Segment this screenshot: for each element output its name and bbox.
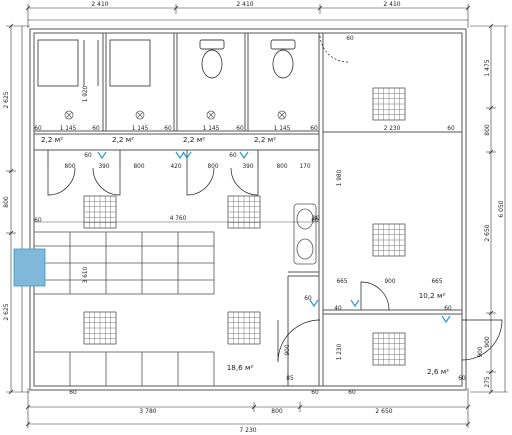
dimension-lines xyxy=(6,4,508,428)
misc-dim-19: 85 xyxy=(286,376,294,382)
interior-dimension-texts: 1 145 1 145 1 145 1 145 2 230 60 60 60 6… xyxy=(34,36,484,396)
misc-dim-14: 60 xyxy=(311,390,319,396)
bench-span: 3 610 xyxy=(83,266,89,283)
dim-right-total: 6 050 xyxy=(498,200,505,217)
ceiling-vent-icon xyxy=(372,223,406,257)
cell-width-1: 1 145 xyxy=(60,126,77,132)
area-cell-2: 2,2 м² xyxy=(112,135,134,144)
dim-top-1: 2 410 xyxy=(91,1,108,8)
misc-dim-20: 60 xyxy=(346,36,354,42)
office-split-3: 665 xyxy=(431,279,442,285)
misc-dim-7: 60 xyxy=(34,218,42,224)
area-labels: 2,2 м² 2,2 м² 2,2 м² 2,2 м² 18,6 м² 10,2… xyxy=(41,135,449,376)
center-span: 4 760 xyxy=(170,216,187,222)
area-cell-4: 2,2 м² xyxy=(254,135,276,144)
ceiling-vent-icon xyxy=(227,195,261,229)
cell-width-3: 1 145 xyxy=(203,126,220,132)
dimension-ticks xyxy=(8,5,494,427)
cell-width-2: 1 145 xyxy=(132,126,149,132)
ceiling-vent-icon xyxy=(372,87,406,121)
dim-right-2: 800 xyxy=(484,124,491,136)
dim-right-4: 900 xyxy=(484,336,491,348)
shower-depth: 1 920 xyxy=(83,85,89,102)
ceiling-vent-icons xyxy=(83,87,406,366)
dim-top-3: 2 410 xyxy=(383,1,400,8)
walls xyxy=(29,28,467,391)
dim-right-5: 275 xyxy=(484,376,491,388)
misc-dim-1: 60 xyxy=(92,126,100,132)
area-cell-1: 2,2 м² xyxy=(41,135,63,144)
misc-dim-10: 60 xyxy=(229,153,237,159)
dim-bottom-total: 7 230 xyxy=(239,427,256,434)
area-cell-3: 2,2 м² xyxy=(183,135,205,144)
area-vestibule: 2,6 м² xyxy=(427,367,449,376)
dim-bottom-2: 800 xyxy=(271,408,283,415)
vestibule-dim-2: 1 230 xyxy=(337,343,343,360)
dim-top-2: 2 410 xyxy=(236,1,253,8)
misc-dim-5: 60 xyxy=(447,126,455,132)
misc-dim-8: 60 xyxy=(311,218,319,224)
misc-dim-3: 60 xyxy=(236,126,244,132)
misc-dim-2: 60 xyxy=(164,126,172,132)
misc-dim-9: 60 xyxy=(84,153,92,159)
toilet-icons xyxy=(199,39,296,79)
dim-right-1: 1 475 xyxy=(484,59,491,76)
dim-right-3: 2 650 xyxy=(484,224,491,241)
ceiling-vent-icon xyxy=(372,332,406,366)
hall-width-1: 800 xyxy=(64,164,75,170)
misc-dim-13: 60 xyxy=(444,306,452,312)
vestibule-dim-3: 900 xyxy=(478,346,484,357)
blue-equipment xyxy=(13,151,451,324)
misc-dim-4: 60 xyxy=(310,126,318,132)
hall-width-4: 420 xyxy=(170,164,181,170)
floor-drain-icons xyxy=(64,110,287,120)
mid-right-dim: 1 980 xyxy=(337,169,343,186)
misc-dim-17: 60 xyxy=(458,376,466,382)
hall-width-2: 390 xyxy=(98,164,109,170)
dim-bottom-3: 2 650 xyxy=(375,408,392,415)
misc-dim-15: 60 xyxy=(69,390,77,396)
office-split-1: 665 xyxy=(336,279,347,285)
office-split-2: 900 xyxy=(384,279,395,285)
dimension-texts: 2 410 2 410 2 410 3 780 800 2 650 7 230 … xyxy=(3,1,505,434)
hall-width-3: 800 xyxy=(133,164,144,170)
bench-block xyxy=(33,203,317,387)
cell-width-5: 2 230 xyxy=(384,126,401,132)
hall-width-7: 800 xyxy=(276,164,287,170)
hall-width-6: 390 xyxy=(242,164,253,170)
vestibule-dim-1: 900 xyxy=(285,344,291,355)
cell-width-4: 1 145 xyxy=(274,126,291,132)
dim-left-2: 800 xyxy=(3,196,10,208)
area-main-room: 18,6 м² xyxy=(227,363,254,372)
misc-dim-16: 60 xyxy=(348,390,356,396)
misc-dim-11: 60 xyxy=(304,296,312,302)
ceiling-vent-icon xyxy=(83,195,117,229)
door-swings xyxy=(47,35,503,363)
dim-bottom-1: 3 780 xyxy=(139,408,156,415)
area-office: 10,2 м² xyxy=(419,291,446,300)
misc-dim-18: 80 xyxy=(312,216,320,222)
dim-left-1: 2 625 xyxy=(3,91,10,108)
ceiling-vent-icon xyxy=(227,311,261,345)
hall-width-5: 800 xyxy=(207,164,218,170)
misc-dim-12: 40 xyxy=(334,306,342,312)
dim-left-3: 2 625 xyxy=(3,303,10,320)
ceiling-vent-icon xyxy=(83,311,117,345)
hall-width-8: 170 xyxy=(299,164,310,170)
misc-dim-6: 60 xyxy=(34,126,42,132)
